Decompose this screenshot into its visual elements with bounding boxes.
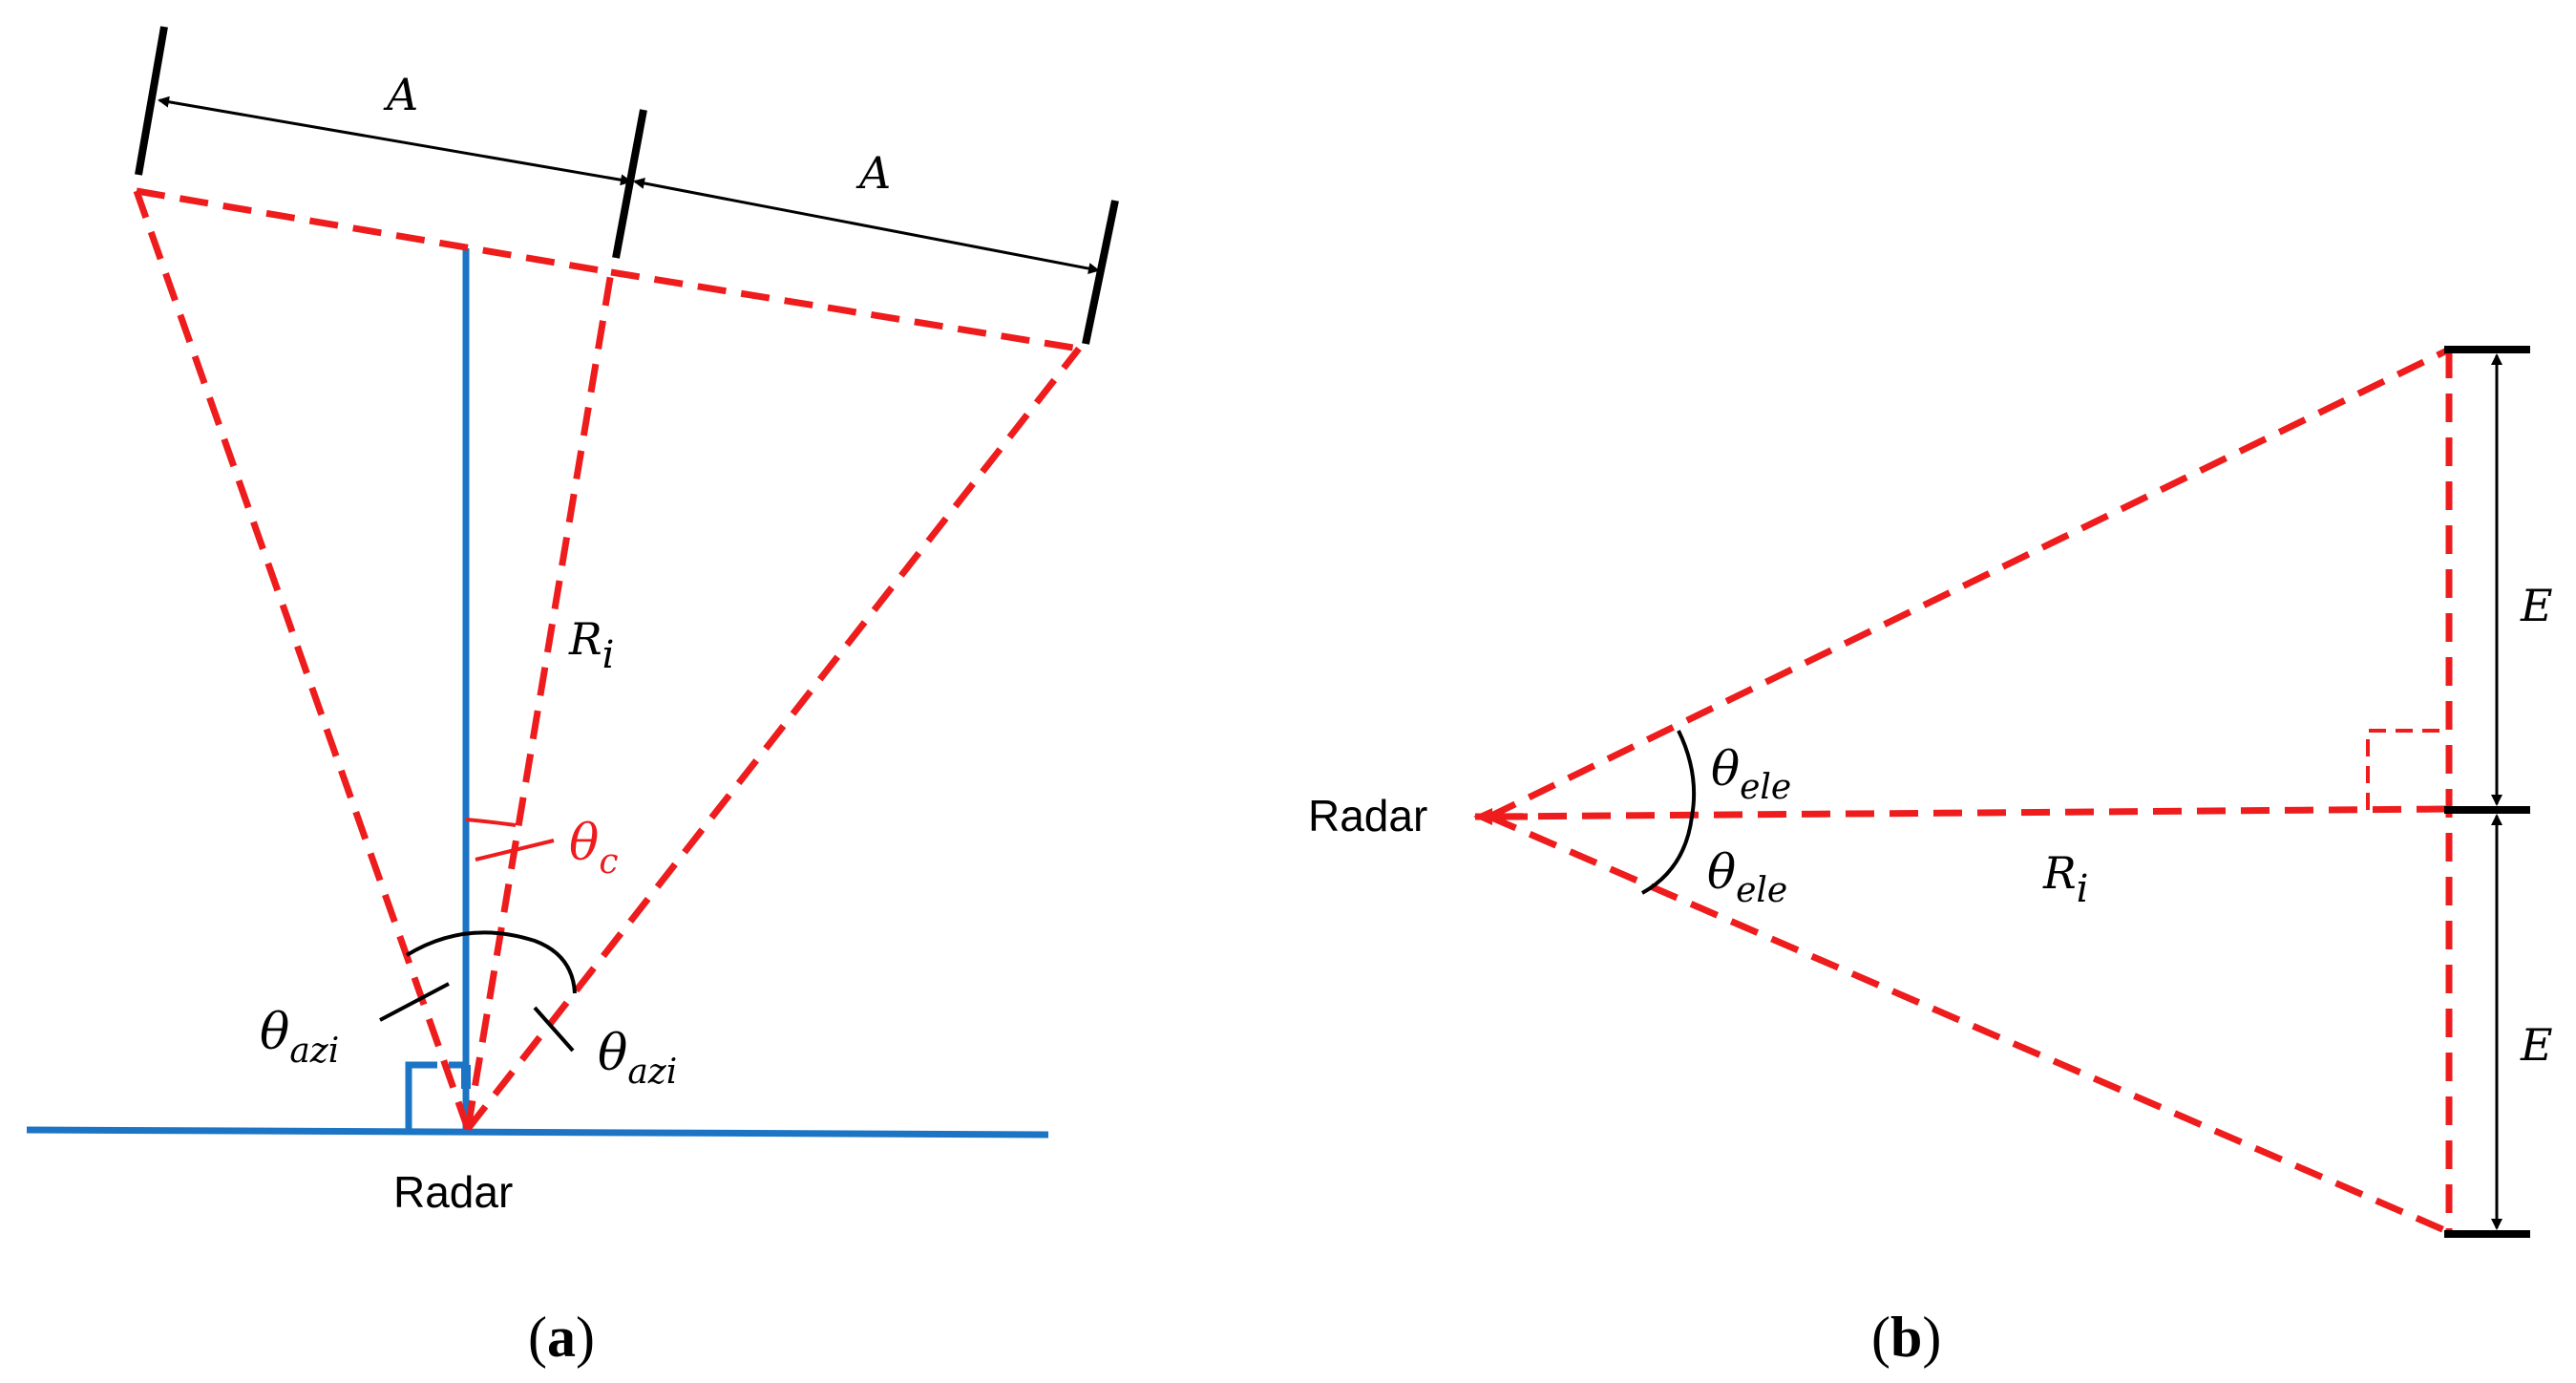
azimuth-right-label: θazi (598, 1025, 677, 1092)
beam-top-left (136, 187, 612, 276)
beam-b-upper-edge (1488, 346, 2451, 820)
panel-b: E E θele θele Ri Radar (b) (1308, 346, 2553, 1369)
caption-a: (a) (528, 1306, 595, 1369)
beam-right-edge (465, 346, 1082, 1132)
right-angle-mark-b (2366, 729, 2449, 810)
elevation-arc-bottom (1641, 816, 1694, 895)
beam-b-center (1493, 805, 2450, 820)
range-symbol-b: Ri (2042, 847, 2088, 911)
ground-line (26, 1126, 1049, 1138)
dim-a-label-2: A (855, 147, 891, 199)
end-bar-middle (612, 109, 647, 259)
center-angle-tick (475, 839, 555, 862)
azimuth-right-tick (533, 1006, 575, 1053)
beam-left-edge (133, 189, 472, 1131)
center-angle-label: θc (569, 815, 618, 882)
dim-arrow-a1 (158, 96, 632, 186)
radar-label-b: Radar (1308, 791, 1427, 840)
caption-b: (b) (1871, 1306, 1941, 1369)
end-bar-left (135, 26, 168, 176)
azimuth-left-label: θazi (260, 1004, 339, 1071)
dimension-end-bars (135, 26, 1119, 345)
beam-edges (133, 187, 1082, 1132)
dim-arrow-a2 (633, 177, 1100, 275)
end-bar-right (1082, 200, 1119, 345)
end-bars-b (2444, 346, 2530, 1238)
beam-center (464, 271, 615, 1130)
azimuth-arc (405, 930, 577, 994)
dim-a-label-1: A (383, 69, 418, 120)
dim-e-label-bottom: E (2520, 1019, 2553, 1071)
elevation-top-label: θele (1711, 741, 1791, 807)
beam-b-lower-edge (1488, 813, 2451, 1236)
elevation-bottom-label: θele (1707, 844, 1787, 910)
right-angle-mark (405, 1061, 466, 1130)
elevation-arc-top (1677, 730, 1697, 818)
radar-label-a: Radar (393, 1167, 513, 1217)
beam-b-edges (1488, 346, 2453, 1236)
range-symbol-a: Ri (568, 613, 614, 677)
center-angle-arc (465, 818, 517, 827)
panel-a: A A Ri θc θazi θazi Radar (a) (26, 26, 1119, 1369)
azimuth-left-tick (379, 982, 450, 1022)
beam-top-right (610, 268, 1080, 352)
dim-e-label-top: E (2520, 580, 2553, 631)
